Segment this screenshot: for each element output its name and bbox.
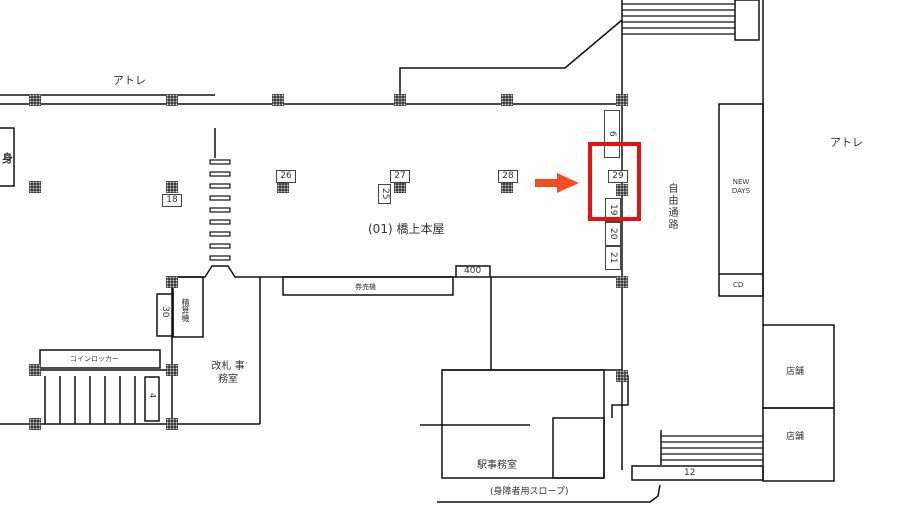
marker-27: 27 [390,170,410,183]
main-building-label: (01) 橋上本屋 [368,222,445,236]
cd-atm: CD [733,281,744,289]
marker-26: 26 [276,170,296,183]
pillar [166,94,178,106]
marker-19: 19 [605,198,621,222]
marker-20: 20 [605,222,621,246]
marker-400: 400 [464,266,482,276]
coin-locker-label: コインロッカー [70,355,119,363]
shop-2-label: 店舗 [786,432,805,442]
marker-29: 29 [608,170,628,183]
pillar [166,181,178,193]
pillar [166,276,178,288]
arrow-right-icon [535,173,579,193]
edge-label: 身 [2,152,13,165]
pillar [29,181,41,193]
marker-28: 28 [498,170,518,183]
pillar [29,94,41,106]
marker-25: 25 [378,184,391,204]
fare-adjust-label: 精算機 [181,298,190,322]
marker-6: 6 [604,110,620,158]
pillar [166,364,178,376]
station-office-label: 駅事務室 [477,460,517,471]
free-passage-label: 自由通路 [666,183,677,231]
pillar [277,181,289,193]
marker-30: 30 [160,306,170,318]
pillar [616,184,628,196]
ticket-machine-label: 券売機 [355,283,376,291]
shop-1-label: 店舗 [786,367,805,377]
pillar [501,94,513,106]
pillar [501,181,513,193]
marker-12: 12 [684,468,696,478]
pillar [394,181,406,193]
slope-label: (身障者用スロープ) [490,487,569,497]
pillar [616,94,628,106]
pillar [272,94,284,106]
newdays-store: NEW DAYS [731,178,751,195]
pillar [394,94,406,106]
pillar [29,418,41,430]
pillar [166,418,178,430]
marker-18: 18 [162,194,182,207]
pillar [616,276,628,288]
pillar [616,370,628,382]
marker-4: 4 [148,393,157,399]
ticket-office-label: 改札 事務室 [211,361,245,385]
highlight-box [588,142,641,221]
atre-left-label: アトレ [113,74,146,87]
atre-right-label: アトレ [830,136,863,149]
marker-21: 21 [605,246,621,270]
pillar [29,364,41,376]
